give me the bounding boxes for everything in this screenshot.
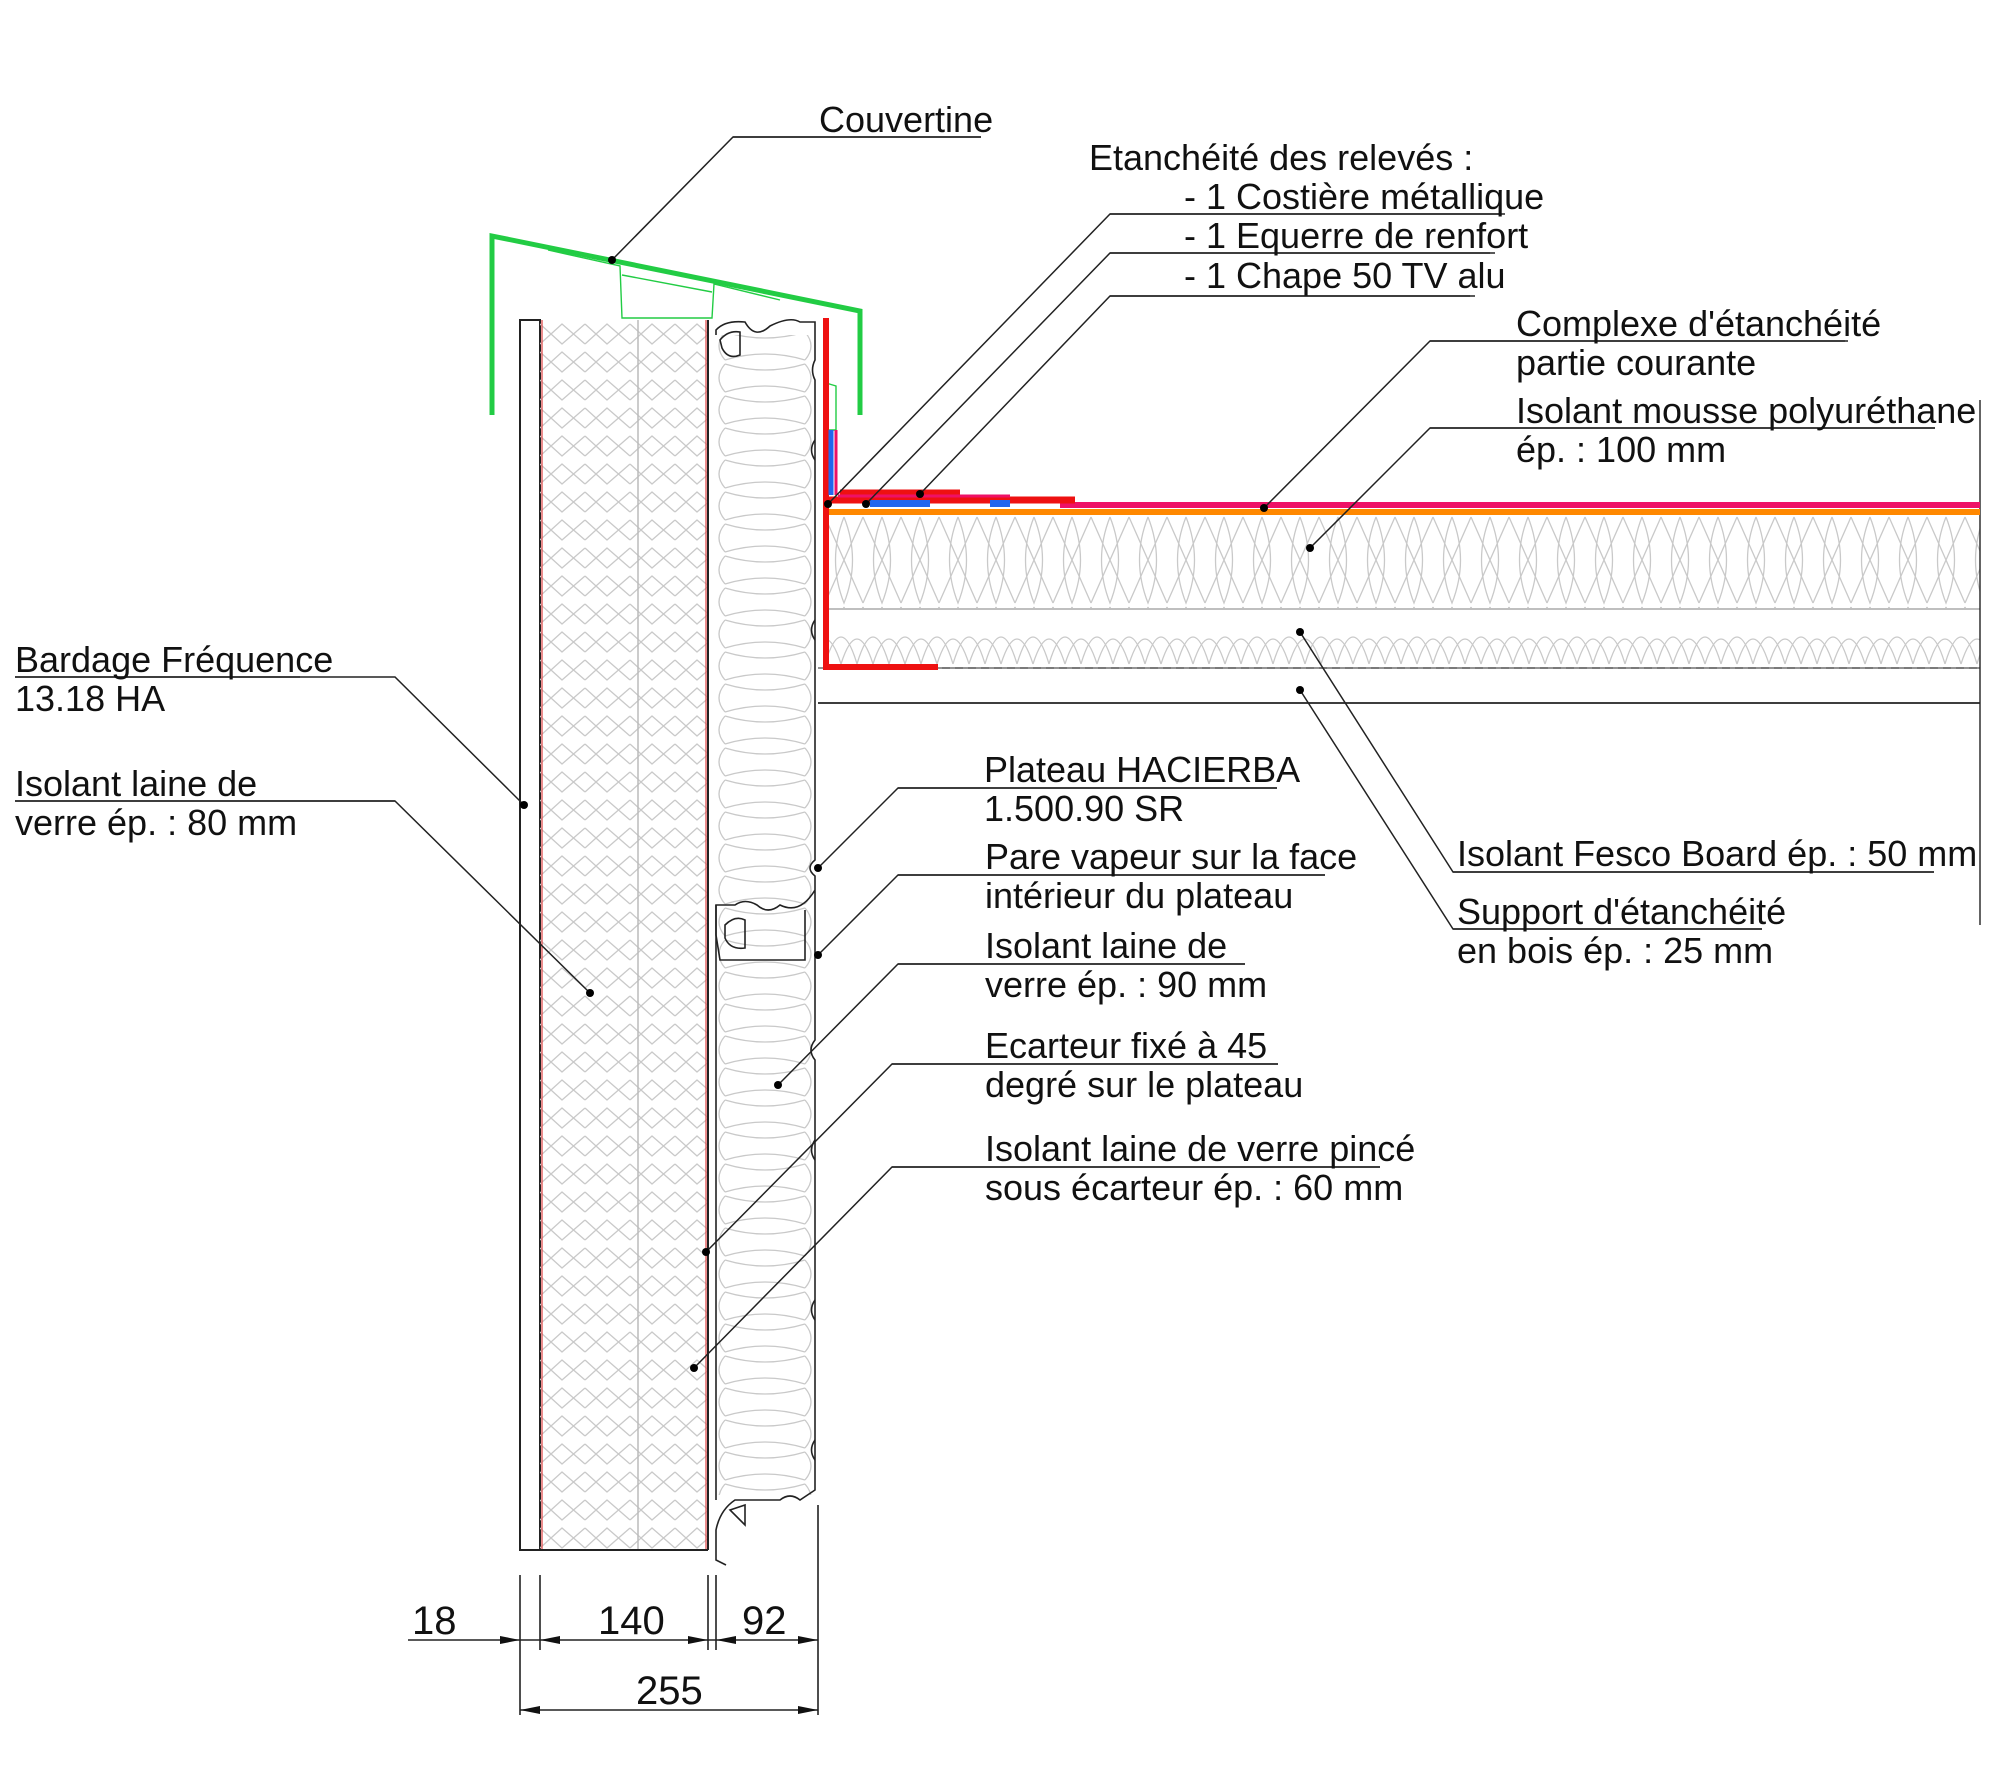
leader-dot-bardage xyxy=(520,801,528,809)
label-plateau-1: Plateau HACIERBA xyxy=(984,749,1300,790)
label-etancheite-1: - 1 Costière métallique xyxy=(1184,176,1544,217)
dim-92: 92 xyxy=(742,1599,787,1643)
label-etancheite-2: - 1 Equerre de renfort xyxy=(1184,215,1528,256)
dim-255: 255 xyxy=(636,1669,703,1713)
label-ecarteur-1: Ecarteur fixé à 45 xyxy=(985,1025,1267,1066)
label-fesco: Isolant Fesco Board ép. : 50 mm xyxy=(1457,833,1977,874)
leader-dot-support xyxy=(1296,686,1304,694)
leader-couvertine xyxy=(611,136,981,261)
leader-dot-chape xyxy=(916,490,924,498)
label-laine60-1: Isolant laine de verre pincé xyxy=(985,1128,1415,1169)
insulation-60-fill xyxy=(638,320,708,1550)
dim-18: 18 xyxy=(412,1599,457,1643)
plateau-hacierba-profile xyxy=(715,318,816,1566)
insulation-90-fill xyxy=(716,335,816,1495)
label-support-2: en bois ép. : 25 mm xyxy=(1457,930,1773,971)
leader-dot-mousse xyxy=(1306,544,1314,552)
wall-section xyxy=(519,318,816,1566)
roof-section xyxy=(818,400,1981,925)
blue-layer-2 xyxy=(990,500,1010,507)
leader-dot-laine90 xyxy=(774,1081,782,1089)
label-bardage-2: 13.18 HA xyxy=(15,678,165,719)
label-laine80-2: verre ép. : 80 mm xyxy=(15,802,297,843)
blue-layer xyxy=(870,500,930,507)
label-mousse-2: ép. : 100 mm xyxy=(1516,429,1726,470)
dim-140: 140 xyxy=(598,1599,665,1643)
label-ecarteur-2: degré sur le plateau xyxy=(985,1064,1303,1105)
label-laine80-1: Isolant laine de xyxy=(15,763,257,804)
leader-dot-laine80 xyxy=(586,989,594,997)
labels: Couvertine Etanchéité des relevés : - 1 … xyxy=(15,99,1977,1208)
couvertine-profile xyxy=(489,232,863,415)
costiere-metallique xyxy=(823,318,938,670)
leader-dot-couvertine xyxy=(608,256,616,264)
leader-dot-parevapeur xyxy=(814,951,822,959)
fesco-board-fill xyxy=(825,610,1980,668)
leader-chape xyxy=(919,295,1470,495)
insulation-80-fill xyxy=(540,320,638,1550)
label-etancheite-3: - 1 Chape 50 TV alu xyxy=(1184,255,1506,296)
leader-dot-complexe xyxy=(1260,504,1268,512)
label-mousse-1: Isolant mousse polyuréthane xyxy=(1516,390,1976,431)
label-bardage-1: Bardage Fréquence xyxy=(15,639,333,680)
leader-dot-plateau xyxy=(814,864,822,872)
label-parevapeur-2: intérieur du plateau xyxy=(985,875,1293,916)
couvertine-bracket xyxy=(547,249,781,319)
label-plateau-2: 1.500.90 SR xyxy=(984,788,1184,829)
costiere-upstand xyxy=(823,318,938,670)
leader-dot-ecarteur xyxy=(702,1248,710,1256)
label-couvertine: Couvertine xyxy=(819,99,993,140)
label-parevapeur-1: Pare vapeur sur la face xyxy=(985,836,1357,877)
label-complexe-2: partie courante xyxy=(1516,342,1756,383)
polyurethane-insulation-fill xyxy=(825,515,1980,608)
bardage-cladding xyxy=(519,319,541,1551)
dimensions: 18 140 92 255 xyxy=(408,1505,819,1715)
plateau-inner-profile xyxy=(719,330,746,1527)
label-underlines xyxy=(15,136,1935,1168)
label-laine90-1: Isolant laine de xyxy=(985,925,1227,966)
label-support-1: Support d'étanchéité xyxy=(1457,891,1786,932)
plateau-edge-waves xyxy=(810,439,816,1461)
leader-dot-costiere xyxy=(824,500,832,508)
label-etancheite-title: Etanchéité des relevés : xyxy=(1089,137,1473,178)
leader-dot-equerre xyxy=(862,500,870,508)
label-complexe-1: Complexe d'étanchéité xyxy=(1516,303,1881,344)
label-laine90-2: verre ép. : 90 mm xyxy=(985,964,1267,1005)
leader-dot-laine60 xyxy=(690,1364,698,1372)
label-laine60-2: sous écarteur ép. : 60 mm xyxy=(985,1167,1403,1208)
leader-dot-fesco xyxy=(1296,628,1304,636)
